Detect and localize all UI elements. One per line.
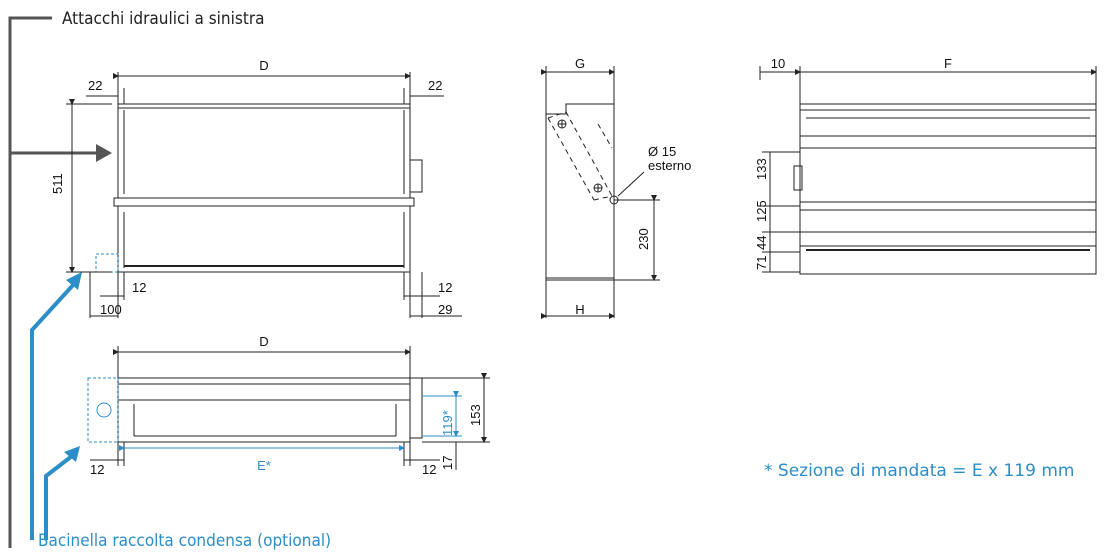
top-height: 153	[468, 404, 483, 426]
caption-drip-tray: Bacinella raccolta condensa (optional)	[38, 531, 331, 551]
front-view	[66, 72, 462, 318]
section-note: * Sezione di mandata = E x 119 mm	[764, 461, 1074, 481]
front-left-small: 12	[132, 280, 146, 295]
rear-dim-3: 44	[754, 236, 769, 250]
top-right-offset: 12	[422, 462, 436, 477]
caption-left-connections: Attacchi idraulici a sinistra	[62, 9, 264, 29]
top-left-offset: 12	[90, 462, 104, 477]
front-right-big: 29	[438, 302, 452, 317]
front-width-label: D	[259, 58, 268, 73]
side-height: 230	[636, 228, 651, 250]
pipe-external: esterno	[648, 158, 691, 173]
rear-view	[759, 66, 1097, 275]
side-top-label: G	[575, 56, 585, 71]
front-right-offset: 22	[428, 78, 442, 93]
side-bottom-label: H	[575, 302, 584, 317]
rear-dim-2: 125	[754, 200, 769, 222]
front-height: 511	[50, 173, 65, 194]
pipe-diameter: Ø 15	[648, 144, 676, 159]
rear-left-offset: 10	[771, 56, 785, 71]
top-width-label: D	[259, 334, 268, 349]
outlet-width-label: E*	[257, 458, 271, 473]
drip-tray-pointer	[30, 272, 82, 540]
side-view	[541, 66, 660, 319]
rear-dim-1: 133	[754, 158, 769, 180]
rear-dim-4: 71	[754, 256, 769, 270]
left-connections-pointer	[8, 16, 112, 548]
front-right-small: 12	[438, 280, 452, 295]
rear-width-label: F	[944, 56, 952, 71]
front-left-offset: 22	[88, 78, 102, 93]
top-base: 17	[440, 456, 455, 470]
top-view	[87, 346, 490, 470]
front-left-big: 100	[100, 302, 122, 317]
outlet-height: 119*	[440, 410, 455, 436]
